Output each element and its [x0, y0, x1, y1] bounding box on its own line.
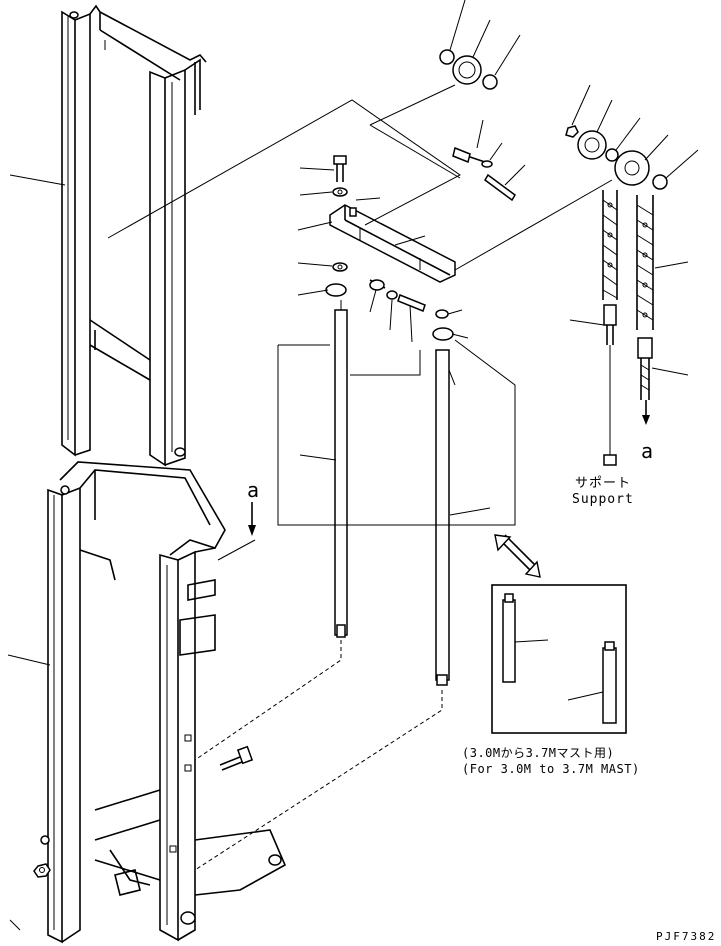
inset-cylinders	[491, 584, 627, 734]
nut	[33, 863, 51, 878]
inner-mast	[61, 4, 207, 467]
pin	[369, 146, 516, 312]
sheave-top	[439, 49, 498, 90]
chain-left	[602, 190, 618, 300]
bolt	[219, 745, 254, 771]
chain-anchor-bolt	[603, 304, 653, 466]
sheave-right	[565, 125, 668, 190]
inset-caption-en: (For 3.0M to 3.7M MAST)	[462, 762, 640, 776]
detail-a-arrow-label: a	[641, 439, 654, 463]
cross-plate	[329, 204, 456, 283]
detail-a-label: a	[247, 478, 260, 502]
washer	[332, 187, 449, 319]
drawing-number: PJF7382	[656, 930, 717, 943]
chain-right	[636, 195, 654, 330]
bolt	[333, 155, 347, 182]
lift-cylinder-right	[435, 349, 456, 686]
support-label-en: Support	[572, 492, 634, 507]
lift-cylinder-left	[334, 300, 348, 638]
support-label-jp: サポート	[575, 476, 632, 491]
outer-mast	[40, 461, 287, 944]
inset-caption-jp: (3.0Mから3.7Mマスト用)	[462, 746, 615, 760]
